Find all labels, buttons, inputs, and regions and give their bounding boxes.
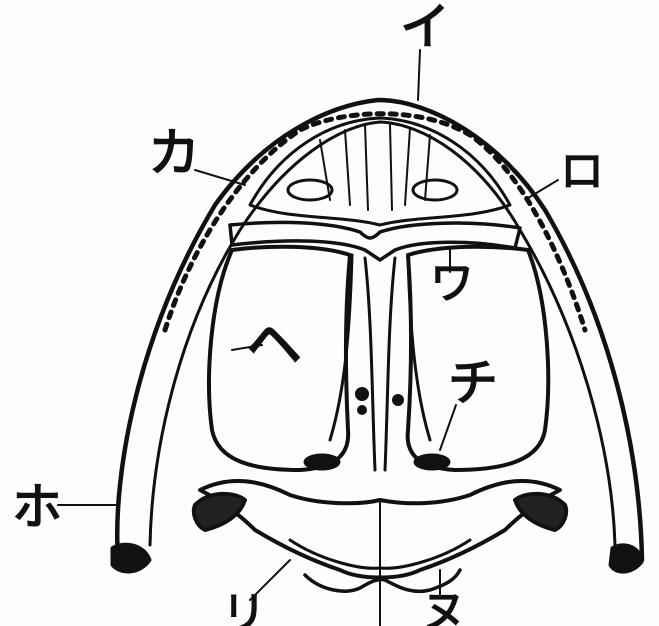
label-ka: カ — [148, 128, 200, 180]
left-orbit-mark — [304, 454, 340, 470]
label-i: イ — [400, 2, 450, 52]
label-chi: チ — [448, 358, 498, 408]
left-nostril — [288, 180, 332, 200]
label-wa: ワ — [430, 262, 474, 306]
leader-i — [418, 50, 420, 100]
tooth-row — [165, 114, 585, 330]
foramen-2 — [357, 405, 367, 415]
right-nostril — [413, 180, 457, 200]
left-pterygoid — [194, 494, 245, 530]
transverse-bar — [230, 222, 520, 260]
nasal-detail — [320, 125, 430, 210]
label-nu: ヌ — [422, 590, 466, 626]
label-ri: リ — [222, 592, 266, 626]
left-quadrate — [112, 544, 150, 572]
foramen-1 — [355, 387, 369, 401]
label-he: ヘ — [246, 318, 302, 374]
right-pterygoid — [515, 494, 566, 530]
label-ho: ホ — [12, 482, 62, 532]
right-orbit-mark — [414, 454, 450, 470]
label-ro: ロ — [560, 150, 604, 194]
foramen-3 — [392, 394, 404, 406]
right-quadrate — [610, 545, 642, 572]
